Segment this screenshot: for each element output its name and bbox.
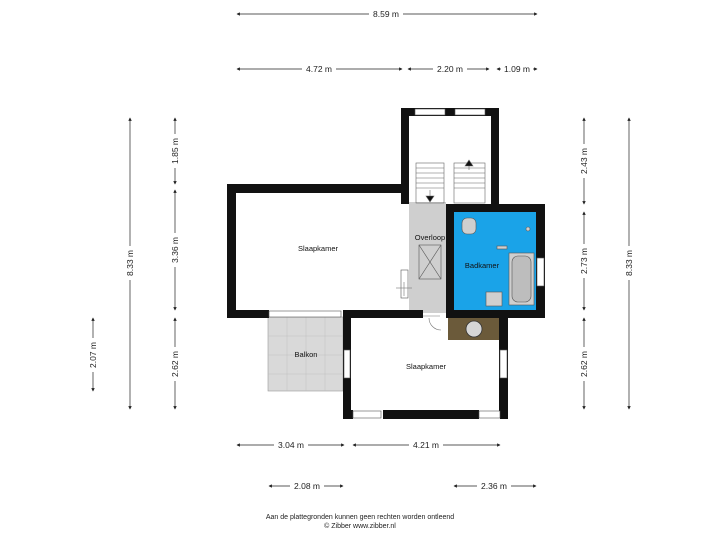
door-swings — [396, 282, 442, 331]
room-label-badkamer: Badkamer — [465, 261, 500, 270]
dim-right-top: 2.43 m — [579, 148, 589, 174]
shower-drain — [525, 226, 531, 232]
bathroom-fixtures — [461, 217, 535, 307]
room-label-overloop: Overloop — [415, 233, 445, 242]
balcony-grid — [268, 317, 343, 391]
toilet — [461, 217, 477, 235]
balcony-floor — [267, 316, 344, 392]
landing-floor — [409, 202, 446, 313]
dim-bottom-left: 3.04 m — [278, 440, 304, 450]
room-label-balkon: Balkon — [295, 350, 318, 359]
dim-left-bottom: 2.62 m — [170, 351, 180, 377]
dim-bottom-right: 4.21 m — [413, 440, 439, 450]
copyright-text: © Zibber www.zibber.nl — [324, 523, 396, 530]
dim-bottom2-left: 2.08 m — [294, 481, 320, 491]
room-label-slaapkamer-1: Slaapkamer — [298, 244, 339, 253]
washbasin — [485, 291, 503, 307]
dim-top-mid: 2.20 m — [437, 64, 463, 74]
dim-bottom2-right: 2.36 m — [481, 481, 507, 491]
dim-right-total: 8.33 m — [624, 250, 634, 276]
dim-left-total: 8.33 m — [125, 250, 135, 276]
dim-top-right: 1.09 m — [504, 64, 530, 74]
dim-left-top: 1.85 m — [170, 138, 180, 164]
staircase — [415, 159, 486, 204]
dim-right-mid: 2.73 m — [579, 248, 589, 274]
windows — [268, 108, 545, 419]
landing-cupboard — [418, 244, 442, 280]
dimension-labels: 8.59 m 4.72 m 2.20 m 1.09 m 8.33 m 1.85 … — [87, 8, 635, 492]
dim-left-outer: 2.07 m — [88, 342, 98, 368]
dim-top-left: 4.72 m — [306, 64, 332, 74]
storage-boiler — [465, 320, 483, 338]
dim-left-mid: 3.36 m — [170, 237, 180, 263]
dim-top-total: 8.59 m — [373, 9, 399, 19]
dim-right-bottom: 2.62 m — [579, 351, 589, 377]
disclaimer-text: Aan de plattegronden kunnen geen rechten… — [265, 514, 455, 521]
room-label-slaapkamer-2: Slaapkamer — [406, 362, 447, 371]
